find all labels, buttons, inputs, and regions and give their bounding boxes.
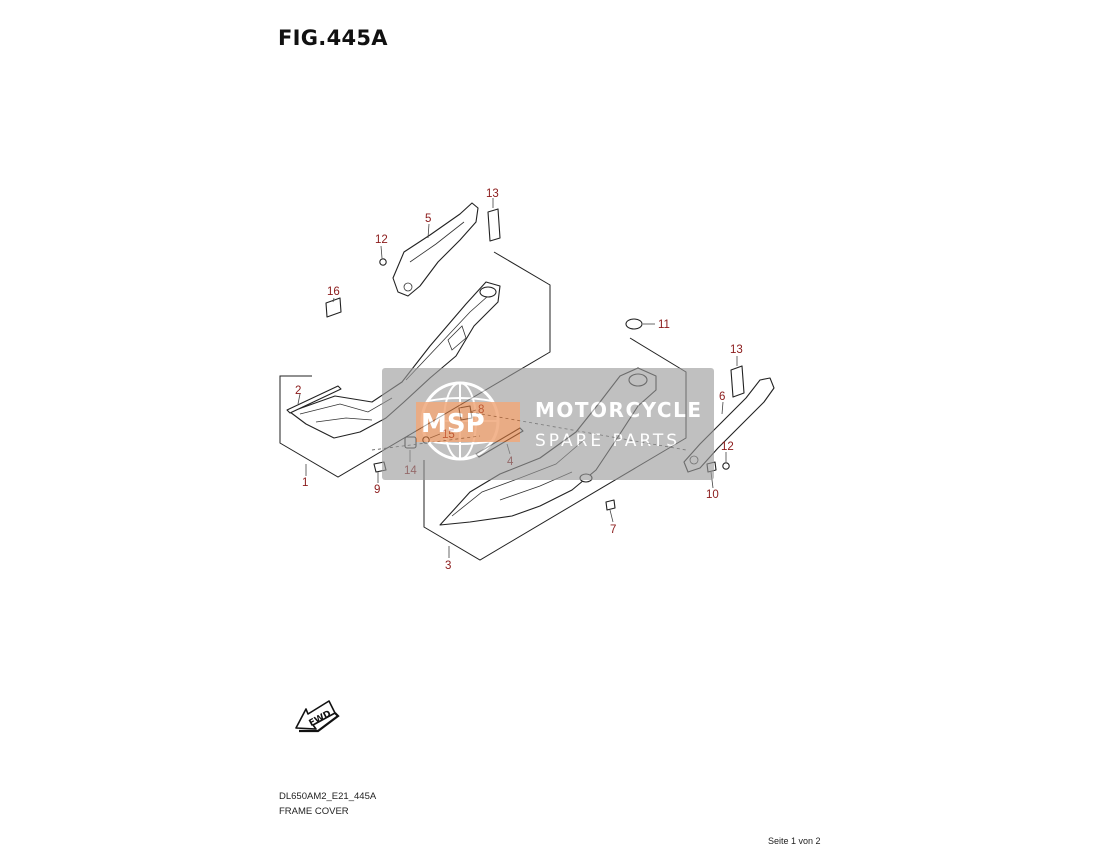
fwd-arrow: FWD: [295, 700, 340, 733]
page-indicator: Seite 1 von 2: [768, 836, 821, 846]
watermark-logo-text: MSP: [421, 409, 485, 439]
part-5-bracket[interactable]: [392, 202, 479, 297]
part-12-screw-right[interactable]: [722, 462, 730, 470]
watermark-line-1: MOTORCYCLE: [535, 398, 702, 422]
part-13-plate-right[interactable]: [730, 365, 745, 398]
callout-3: 3: [445, 560, 451, 572]
part-12-screw-left[interactable]: [379, 258, 387, 266]
callout-11: 11: [658, 319, 670, 331]
part-7-screw[interactable]: [605, 499, 616, 511]
part-16-plate[interactable]: [325, 297, 342, 318]
left-assembly-box: [279, 251, 551, 478]
callout-12-right: 12: [721, 441, 734, 453]
callout-9: 9: [374, 484, 380, 496]
watermark-band: [382, 368, 714, 480]
callout-6: 6: [719, 391, 725, 403]
callout-13-right: 13: [730, 344, 743, 356]
callout-1: 1: [302, 477, 308, 489]
callout-7: 7: [610, 524, 616, 536]
figure-name: FRAME COVER: [279, 806, 349, 817]
part-11-grommet[interactable]: [625, 318, 643, 330]
callout-13-left: 13: [486, 188, 499, 200]
callout-10: 10: [706, 489, 719, 501]
callout-16: 16: [327, 286, 340, 298]
part-13-plate-left[interactable]: [487, 208, 501, 242]
watermark-line-2: SPARE PARTS: [535, 431, 680, 451]
callout-5: 5: [425, 213, 431, 225]
right-assembly-box: [423, 337, 687, 561]
watermark-logo-box: [416, 402, 520, 442]
part-2-trim-strip[interactable]: [286, 385, 342, 414]
watermark: MSP MOTORCYCLE SPARE PARTS: [382, 368, 714, 480]
callout-12-left: 12: [375, 234, 388, 246]
figure-code: DL650AM2_E21_445A: [279, 791, 377, 802]
figure-title: FIG.445A: [278, 26, 388, 50]
fwd-arrow-icon: [295, 700, 336, 730]
callout-2: 2: [295, 385, 301, 397]
